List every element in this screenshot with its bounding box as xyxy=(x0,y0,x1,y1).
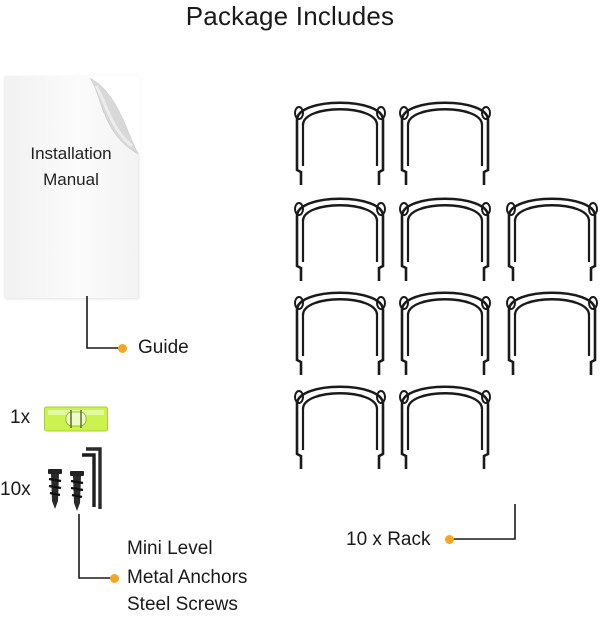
rack-leader-line xyxy=(452,504,516,540)
hardware-label-anchors: Metal Anchors xyxy=(127,567,248,588)
manual-title-line2: Manual xyxy=(43,170,99,189)
guide-bullet xyxy=(118,344,127,353)
rack-icon xyxy=(398,197,492,283)
page-title: Package Includes xyxy=(185,1,395,31)
level-quantity: 1x xyxy=(10,407,31,428)
racks-group xyxy=(293,101,599,471)
rack-icon xyxy=(293,291,387,377)
rack-icon xyxy=(293,385,387,471)
hardware-leader-line xyxy=(78,514,114,579)
rack-icon xyxy=(293,101,387,187)
rack-icon xyxy=(398,101,492,187)
guide-label: Guide xyxy=(138,337,189,358)
installation-manual: Installation Manual xyxy=(4,76,140,298)
mini-level-icon xyxy=(44,406,108,432)
hardware-label-screws: Steel Screws xyxy=(127,594,238,615)
rack-icon xyxy=(398,385,492,471)
manual-title-line1: Installation xyxy=(30,144,112,163)
wall-anchor-icon xyxy=(48,469,62,509)
rack-bullet xyxy=(445,535,454,544)
rack-label: 10 x Rack xyxy=(346,529,431,550)
hardware-icons xyxy=(48,447,102,511)
allen-key-icon xyxy=(82,447,102,509)
manual-text: Installation Manual xyxy=(4,141,138,193)
anchor-quantity: 10x xyxy=(0,479,31,500)
guide-leader-line xyxy=(86,296,122,349)
page-curl-icon xyxy=(88,76,140,155)
hardware-label-level: Mini Level xyxy=(127,538,213,559)
rack-icon xyxy=(505,291,599,377)
rack-icon xyxy=(293,197,387,283)
rack-icon xyxy=(505,197,599,283)
wall-anchor-icon xyxy=(70,471,84,511)
hardware-bullet xyxy=(110,574,119,583)
rack-icon xyxy=(398,291,492,377)
